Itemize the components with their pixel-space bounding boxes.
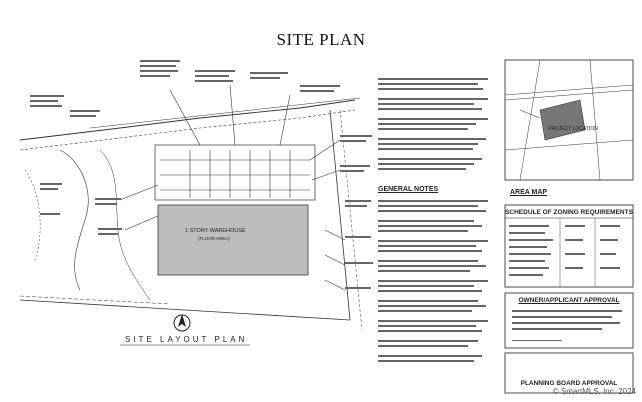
area-map-title: AREA MAP: [510, 189, 548, 196]
north-arrow-icon: [173, 314, 191, 332]
zoning-title: SCHEDULE OF ZONING REQUIREMENTS: [505, 209, 633, 216]
building-sublabel: (FLOOR AREA): [198, 236, 230, 241]
owner-approval-title: OWNER/APPLICANT APPROVAL: [518, 297, 620, 304]
copyright-watermark: © SmartMLS, Inc. 2024: [552, 387, 636, 396]
general-notes-title: GENERAL NOTES: [378, 186, 439, 193]
plan-title: SITE LAYOUT PLAN: [125, 335, 248, 344]
project-location-label: PROJECT LOCATION: [548, 126, 598, 132]
building-label: 1 STORY WAREHOUSE: [185, 228, 246, 234]
page-title: SITE PLAN: [276, 30, 366, 49]
planning-approval-title: PLANNING BOARD APPROVAL: [520, 380, 618, 387]
